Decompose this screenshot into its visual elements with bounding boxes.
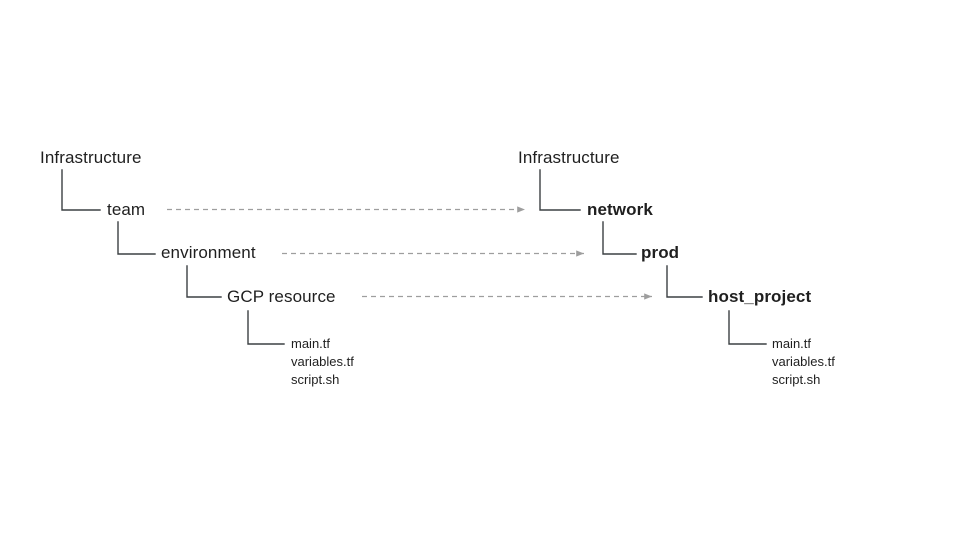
left-tree-node-gcp-resource: GCP resource [227, 287, 336, 306]
right-tree-node-prod: prod [641, 243, 680, 262]
right-tree-elbow-network [539, 169, 581, 211]
right-tree-file-list: main.tf variables.tf script.sh [772, 335, 835, 389]
left-tree-elbow-gcp-resource [186, 265, 222, 298]
left-file-item: main.tf [291, 336, 331, 351]
left-tree-root-label: Infrastructure [40, 148, 142, 167]
right-tree-elbow-files [728, 310, 767, 345]
right-tree-elbow-prod [602, 221, 637, 255]
right-tree-elbow-host-project [666, 265, 703, 298]
right-file-item: main.tf [772, 336, 812, 351]
right-file-item: script.sh [772, 372, 821, 387]
right-tree-node-network: network [587, 200, 653, 219]
left-tree-node-environment: environment [161, 243, 256, 262]
left-tree-elbow-team [61, 169, 101, 211]
left-tree-elbow-files [247, 310, 285, 345]
right-tree-root-label: Infrastructure [518, 148, 620, 167]
right-tree-node-host-project: host_project [708, 287, 812, 306]
left-file-item: variables.tf [291, 354, 354, 369]
left-tree-node-team: team [107, 200, 146, 219]
left-tree-elbow-environment [117, 221, 156, 255]
right-file-item: variables.tf [772, 354, 835, 369]
left-file-item: script.sh [291, 372, 340, 387]
left-tree-file-list: main.tf variables.tf script.sh [291, 335, 354, 389]
